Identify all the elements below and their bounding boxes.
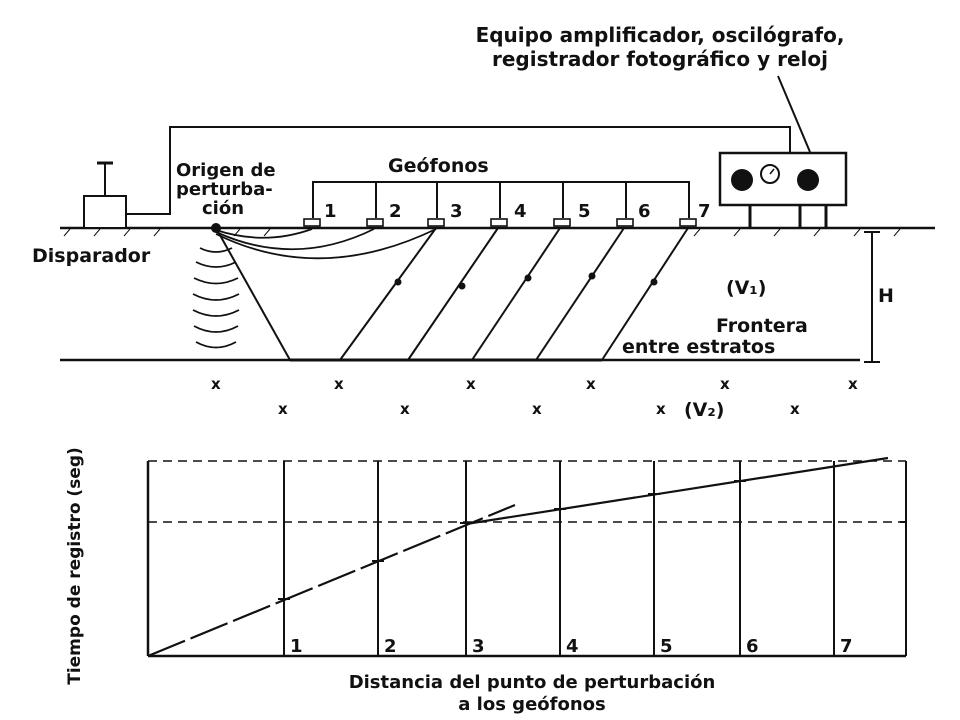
svg-text:x: x bbox=[532, 400, 542, 418]
trigger-label: Disparador bbox=[32, 245, 151, 267]
direct-wave-paths bbox=[215, 228, 437, 260]
geophone-1: 1 bbox=[303, 201, 337, 227]
main-cable bbox=[126, 126, 791, 215]
depth-label: H bbox=[878, 285, 894, 307]
geophone-number: 5 bbox=[578, 201, 591, 222]
geophone-drop-wires bbox=[375, 182, 627, 218]
svg-text:x: x bbox=[334, 375, 344, 393]
svg-text:x: x bbox=[211, 375, 221, 393]
ray-direction-arrows bbox=[394, 272, 658, 290]
svg-text:x: x bbox=[656, 400, 666, 418]
equipment-pointer-line bbox=[777, 75, 811, 153]
svg-text:x: x bbox=[586, 375, 596, 393]
geophone-2: 2 bbox=[366, 201, 402, 227]
geophone-icon bbox=[616, 218, 634, 227]
geophone-icon bbox=[679, 218, 697, 227]
trigger-box bbox=[83, 195, 127, 229]
refracted-ray-paths bbox=[215, 227, 689, 362]
wavefront-arcs bbox=[192, 247, 240, 349]
column-number: 2 bbox=[384, 636, 397, 657]
geophone-7: 7 bbox=[679, 201, 711, 227]
boundary-label-line1: Frontera bbox=[716, 315, 808, 337]
graph-column-numbers: 1 2 3 4 5 6 7 bbox=[290, 636, 853, 657]
column-number: 4 bbox=[566, 636, 579, 657]
geophone-number: 4 bbox=[514, 201, 527, 222]
geophone-icon bbox=[553, 218, 571, 227]
graph-y-label: Tiempo de registro (seg) bbox=[65, 447, 85, 685]
equipment-label-line1: Equipo amplificador, oscilógrafo, bbox=[476, 23, 845, 47]
lower-layer-markers: x x x x x x x x x x x bbox=[211, 375, 858, 418]
source-label-line2: perturba- bbox=[176, 179, 273, 200]
equipment-label-line2: registrador fotográfico y reloj bbox=[492, 47, 828, 71]
direct-wave-line bbox=[147, 503, 516, 658]
velocity-lower-label: (V₂) bbox=[684, 399, 724, 421]
geophone-number: 1 bbox=[324, 201, 337, 222]
geophone-4: 4 bbox=[490, 201, 527, 227]
boundary-label-line2: entre estratos bbox=[622, 336, 775, 358]
geophone-number: 7 bbox=[698, 201, 711, 222]
geophone-number: 3 bbox=[450, 201, 463, 222]
column-number: 5 bbox=[660, 636, 673, 657]
column-number: 3 bbox=[472, 636, 485, 657]
graph-data-points bbox=[278, 475, 746, 605]
velocity-upper-label: (V₁) bbox=[726, 277, 766, 299]
ground-hatching bbox=[63, 228, 901, 237]
svg-text:x: x bbox=[720, 375, 730, 393]
geophone-6: 6 bbox=[616, 201, 651, 227]
right-dial-icon bbox=[797, 169, 819, 191]
geophone-icon bbox=[427, 218, 445, 227]
graph-x-label-line1: Distancia del punto de perturbación bbox=[349, 672, 716, 693]
column-number: 7 bbox=[840, 636, 853, 657]
column-number: 1 bbox=[290, 636, 303, 657]
source-label-line1: Origen de bbox=[176, 160, 276, 181]
column-number: 6 bbox=[746, 636, 759, 657]
svg-text:x: x bbox=[466, 375, 476, 393]
recording-equipment bbox=[718, 151, 848, 228]
svg-text:x: x bbox=[790, 400, 800, 418]
geophone-3: 3 bbox=[427, 201, 463, 227]
refracted-wave-line bbox=[465, 456, 889, 526]
graph-x-label-line2: a los geófonos bbox=[458, 694, 605, 715]
svg-text:x: x bbox=[400, 400, 410, 418]
geophone-icon bbox=[303, 218, 321, 227]
graph-geophone-columns bbox=[283, 461, 835, 656]
geophone-icon bbox=[366, 218, 384, 227]
source-label-line3: ción bbox=[202, 198, 244, 219]
left-dial-icon bbox=[731, 169, 753, 191]
geophone-5: 5 bbox=[553, 201, 591, 227]
geophone-icon bbox=[490, 218, 508, 227]
svg-text:x: x bbox=[278, 400, 288, 418]
svg-text:x: x bbox=[848, 375, 858, 393]
geophone-number: 6 bbox=[638, 201, 651, 222]
geophones-label: Geófonos bbox=[388, 155, 489, 177]
geophone-number: 2 bbox=[389, 201, 402, 222]
